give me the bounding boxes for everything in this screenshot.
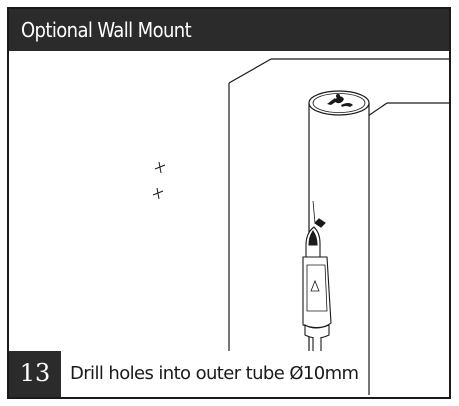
section-title: Optional Wall Mount xyxy=(21,18,192,42)
brand-logo-icon xyxy=(327,94,353,107)
step-number-badge: 13 xyxy=(9,351,61,397)
drill-mark-icon xyxy=(152,161,166,200)
instruction-panel: Optional Wall Mount xyxy=(7,7,451,399)
section-header: Optional Wall Mount xyxy=(9,9,449,51)
step-caption: Drill holes into outer tube Ø10mm xyxy=(70,363,359,384)
step-caption-box: Drill holes into outer tube Ø10mm xyxy=(61,351,359,397)
illustration xyxy=(152,58,449,395)
step-number: 13 xyxy=(19,359,51,387)
drill-icon xyxy=(302,200,332,381)
